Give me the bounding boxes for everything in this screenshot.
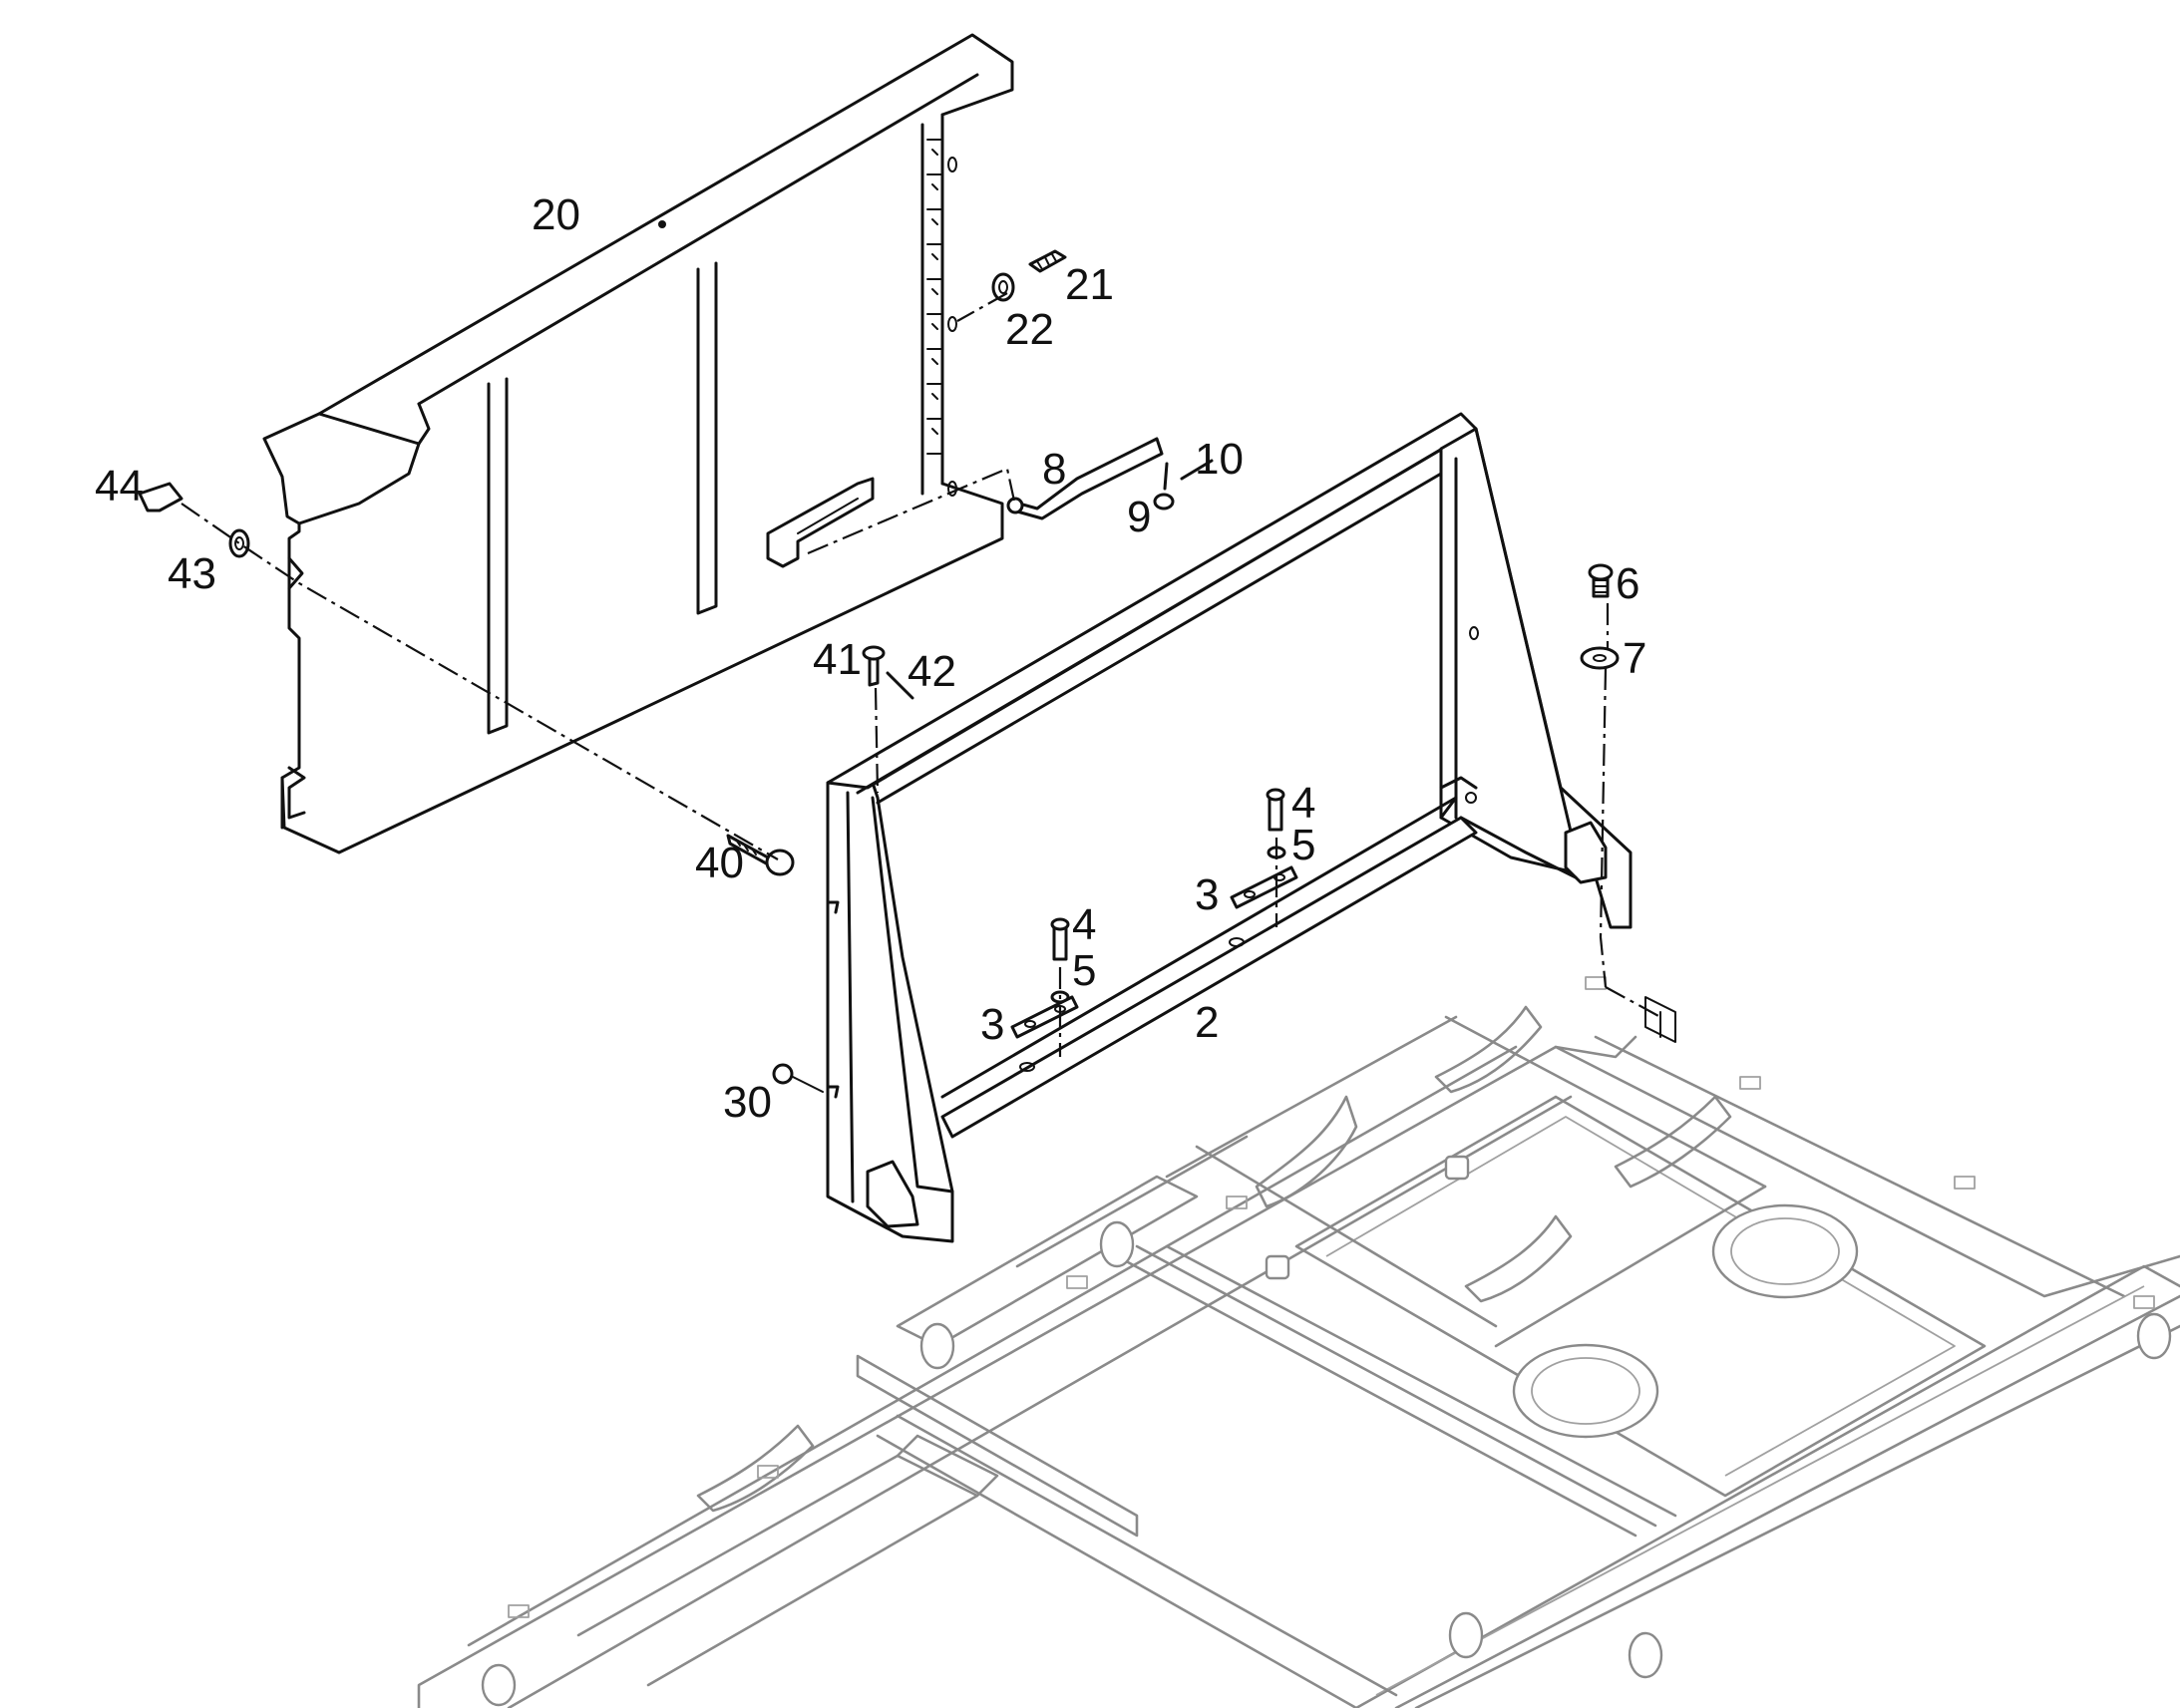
hardware [138,249,1676,1093]
chassis-frame [417,976,2180,1708]
callout-3-lower: 3 [980,1000,1004,1049]
callout-5-upper: 5 [1291,821,1315,869]
callout-2: 2 [1195,998,1219,1047]
callout-4-lower: 4 [1072,900,1096,949]
callout-21: 21 [1065,260,1114,309]
callout-44: 44 [95,462,144,511]
callout-40: 40 [695,839,744,887]
callout-41: 41 [813,635,862,684]
callout-5-lower: 5 [1072,946,1096,995]
hinge [926,139,957,497]
callout-6: 6 [1616,559,1639,608]
centerlines [181,292,1661,1057]
callout-9: 9 [1127,493,1151,541]
callout-8: 8 [1042,445,1066,494]
callout-20: 20 [532,190,580,239]
callout-43: 43 [168,549,216,598]
callout-22: 22 [1005,305,1054,354]
frame-2 [826,412,1633,1243]
panel-20 [262,33,1014,854]
callout-4-upper: 4 [1291,779,1315,828]
callout-7: 7 [1623,634,1646,683]
callout-10: 10 [1195,435,1244,484]
callout-labels: 20 21 22 8 10 9 44 43 6 7 41 42 4 5 3 40… [95,190,1646,1127]
callout-42: 42 [908,647,956,696]
callout-30: 30 [723,1078,772,1127]
callout-3-upper: 3 [1195,870,1219,919]
